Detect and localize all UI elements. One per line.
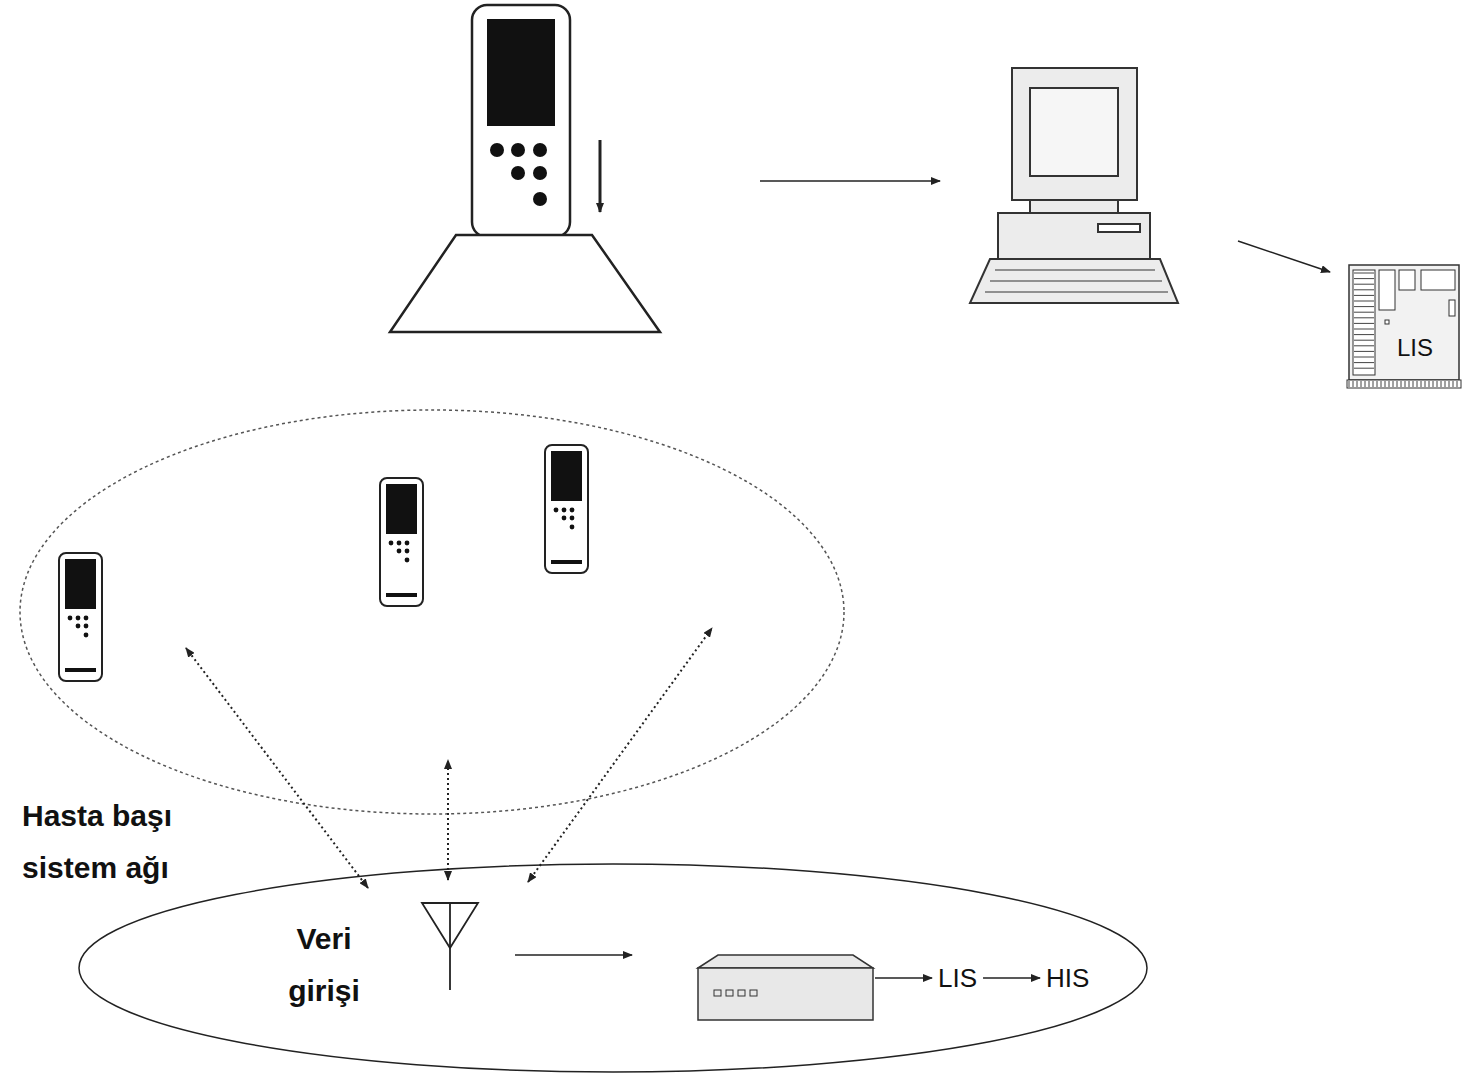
arrow [760, 180, 940, 182]
connector-arrow [983, 977, 1040, 979]
region-label: Hasta başı sistem ağı [22, 790, 200, 894]
server-board [1345, 262, 1462, 390]
node-text: Veri girişi [264, 913, 384, 1017]
handheld [380, 478, 423, 606]
data-entry-hardware [422, 903, 932, 1020]
node-text: HIS [1046, 963, 1089, 993]
arrow [1238, 241, 1330, 272]
handheld [545, 445, 588, 573]
lis-server: LIS [1345, 262, 1462, 390]
computer [970, 68, 1178, 303]
handheld [59, 553, 102, 681]
docked-handheld [390, 5, 660, 332]
node-text: LIS [938, 963, 977, 993]
node-text: LIS [1397, 334, 1457, 362]
bedside-network [20, 410, 844, 814]
system-label: HIS [1046, 963, 1089, 993]
wireless-link [186, 628, 712, 888]
data-entry-region: Veri girişi LIS HIS [78, 863, 1148, 1073]
region-outline [78, 863, 1148, 1073]
system-label: LIS [938, 963, 977, 993]
